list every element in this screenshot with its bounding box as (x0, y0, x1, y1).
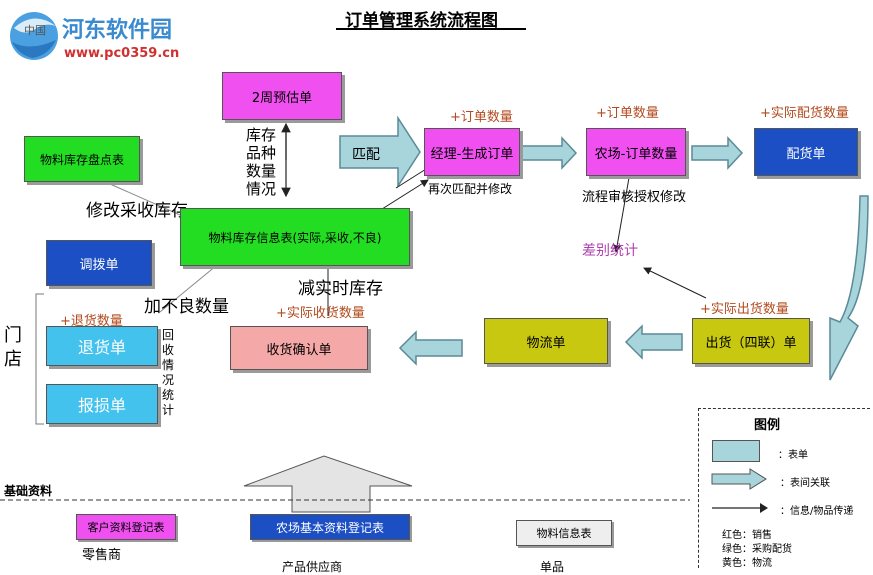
curved-down-arrow (829, 195, 869, 381)
shipment-box[interactable]: 出货（四联）单 (692, 318, 810, 364)
rematch-label: 再次匹配并修改 (428, 182, 513, 196)
order-qty-label-2: +订单数量 (596, 106, 659, 121)
logistics-receipt-arrow (398, 330, 463, 366)
stock-count-box[interactable]: 物料库存盘点表 (24, 136, 140, 182)
legend-green: 绿色：采购配货 (722, 544, 792, 555)
actual-ship-label: +实际出货数量 (700, 302, 789, 317)
legend-red: 红色：销售 (722, 530, 772, 541)
material-box[interactable]: 物料信息表 (516, 520, 612, 546)
return-qty-label: +退货数量 (60, 314, 123, 329)
legend-panel (698, 408, 870, 568)
basics-title: 基础资料 (4, 484, 53, 498)
actual-receive-label: +实际收货数量 (276, 306, 365, 321)
legend-relation-icon (711, 468, 767, 490)
watermark-stub: 中国 (24, 24, 46, 37)
match-label: 匹配 (352, 147, 380, 163)
approve-label: 流程审核授权修改 (582, 190, 687, 205)
order-qty-label-1: +订单数量 (450, 110, 513, 125)
logistics-box[interactable]: 物流单 (484, 318, 608, 364)
match-arrow (339, 115, 421, 189)
return-box[interactable]: 退货单 (46, 326, 158, 366)
customer-box[interactable]: 客户资料登记表 (76, 514, 176, 540)
legend-form-swatch (712, 440, 760, 462)
basics-up-arrow (243, 455, 413, 513)
manager-farm-arrow (521, 136, 578, 170)
unit-label: 单品 (540, 560, 565, 574)
legend-relation-label: ：表间关联 (780, 478, 830, 489)
transfer-box[interactable]: 调拨单 (46, 240, 152, 286)
forecast-box[interactable]: 2周预估单 (222, 72, 342, 120)
globe-icon (10, 12, 58, 60)
manager-order-box[interactable]: 经理-生成订单 (424, 128, 520, 176)
ship-logistics-arrow (624, 324, 683, 360)
legend-yellow: 黄色：物流 (722, 558, 772, 569)
store-bracket (35, 293, 44, 425)
product-supplier-label: 产品供应商 (282, 560, 343, 574)
recovery-label: 回收情况统计 (162, 328, 175, 417)
inventory-box[interactable]: 物料库存信息表(实际,采收,不良) (180, 208, 410, 266)
store-label: 门店 (4, 325, 22, 370)
title-underline (336, 28, 526, 30)
modify-stock-label: 修改采收库存 (86, 201, 188, 221)
farm-order-box[interactable]: 农场-订单数量 (586, 128, 686, 176)
watermark-name: 河东软件园 (62, 18, 173, 43)
legend-transfer-icon (712, 503, 768, 513)
retailer-label: 零售商 (82, 548, 122, 563)
diff-arrow (643, 267, 707, 299)
loss-box[interactable]: 报损单 (46, 384, 158, 424)
delivery-box[interactable]: 配货单 (754, 128, 858, 176)
reduce-stock-label: 减实时库存 (298, 279, 383, 299)
diff-label: 差别统计 (582, 243, 638, 259)
watermark-url: www.pc0359.cn (64, 46, 180, 61)
legend-form-label: ：表单 (778, 450, 808, 461)
legend-transfer-label: ：信息/物品传递 (780, 506, 854, 517)
approve-arrow (613, 171, 631, 253)
receipt-box[interactable]: 收货确认单 (230, 326, 368, 370)
legend-title: 图例 (754, 418, 781, 433)
stock-info-label: 库存品种数量情况 (245, 126, 276, 198)
add-defect-label: 加不良数量 (144, 297, 229, 317)
actual-delivery-label: +实际配货数量 (760, 106, 849, 121)
farm-basic-box[interactable]: 农场基本资料登记表 (250, 514, 410, 540)
page-title: 订单管理系统流程图 (345, 11, 498, 31)
watermark-logo (4, 6, 64, 62)
farm-delivery-arrow (691, 136, 744, 170)
